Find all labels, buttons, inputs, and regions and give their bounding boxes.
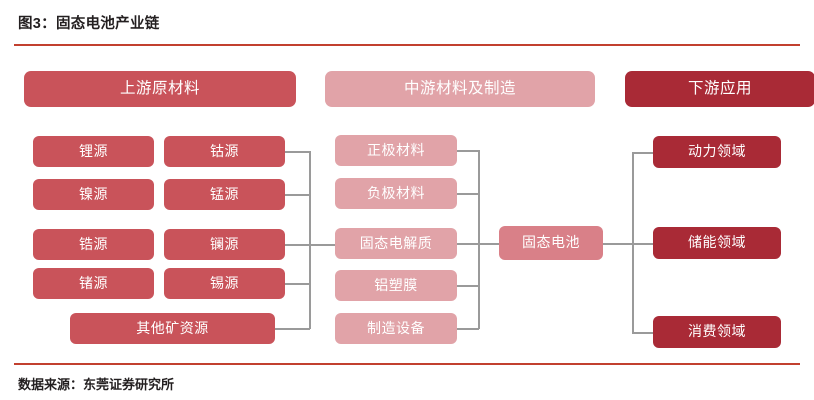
- connector-midstream-row4: [457, 285, 479, 287]
- midstream-item-aluminum-plastic-film: 铝塑膜: [335, 270, 457, 301]
- downstream-item-consumer: 消费领域: [653, 316, 781, 348]
- upstream-item-other-minerals: 其他矿资源: [70, 313, 275, 344]
- connector-midstream-row3: [457, 243, 479, 245]
- midstream-header: 中游材料及制造: [325, 71, 595, 107]
- downstream-item-power: 动力领域: [653, 136, 781, 168]
- connector-upstream-bus: [309, 151, 311, 329]
- midstream-item-manufacturing-equipment: 制造设备: [335, 313, 457, 344]
- connector-upstream-row4: [285, 283, 310, 285]
- upstream-item-nickel: 镍源: [33, 179, 154, 210]
- connector-upstream-to-midstream: [309, 244, 336, 246]
- upstream-item-germanium: 锗源: [33, 268, 154, 299]
- upstream-item-lanthanum: 镧源: [164, 229, 285, 260]
- core-item-solid-state-battery: 固态电池: [499, 226, 603, 260]
- connector-upstream-row2: [285, 194, 310, 196]
- upstream-item-cobalt: 钴源: [164, 136, 285, 167]
- divider-top: [14, 44, 800, 46]
- connector-midstream-row5: [457, 328, 479, 330]
- connector-midstream-row1: [457, 150, 479, 152]
- connector-core-to-downstream: [603, 243, 633, 245]
- midstream-item-cathode: 正极材料: [335, 135, 457, 166]
- upstream-item-tin: 锡源: [164, 268, 285, 299]
- divider-bottom: [14, 363, 800, 365]
- figure-title: 图3：固态电池产业链: [18, 16, 160, 32]
- upstream-item-zirconium: 锆源: [33, 229, 154, 260]
- connector-upstream-row1: [285, 151, 310, 153]
- upstream-header: 上游原材料: [24, 71, 296, 107]
- upstream-item-manganese: 锰源: [164, 179, 285, 210]
- upstream-item-lithium: 锂源: [33, 136, 154, 167]
- connector-midstream-bus: [478, 150, 480, 329]
- connector-midstream-to-core: [478, 243, 500, 245]
- midstream-item-anode: 负极材料: [335, 178, 457, 209]
- midstream-item-solid-electrolyte: 固态电解质: [335, 228, 457, 259]
- connector-downstream-row1: [632, 152, 654, 154]
- figure-source: 数据来源：东莞证券研究所: [18, 377, 175, 392]
- connector-upstream-row5: [275, 328, 310, 330]
- connector-downstream-row2: [632, 243, 654, 245]
- downstream-header: 下游应用: [625, 71, 814, 107]
- connector-downstream-row3: [632, 332, 654, 334]
- downstream-item-energy-storage: 储能领域: [653, 227, 781, 259]
- connector-upstream-row3: [285, 244, 310, 246]
- connector-midstream-row2: [457, 193, 479, 195]
- connector-downstream-bus: [632, 152, 634, 333]
